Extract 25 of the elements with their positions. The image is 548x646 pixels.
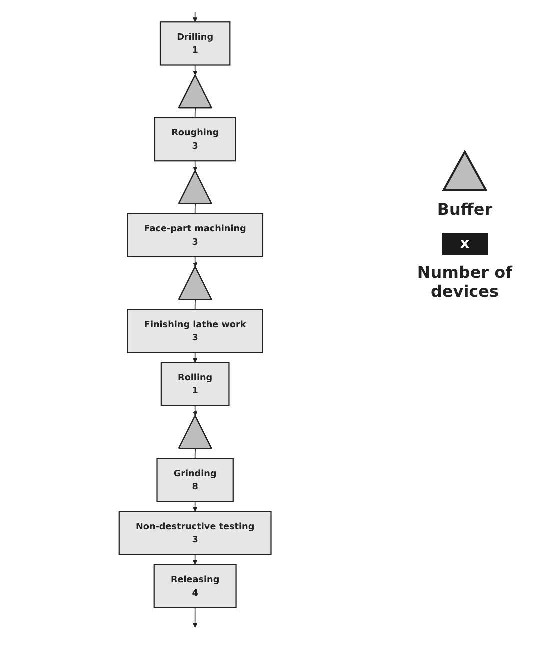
- node-box: [154, 117, 236, 162]
- node-box: [160, 362, 230, 406]
- node-box: [160, 22, 230, 66]
- legend-label: Buffer: [437, 200, 493, 219]
- node-box: [126, 309, 264, 354]
- node-box: [153, 564, 236, 608]
- node-box: [156, 458, 234, 502]
- arrow: [192, 405, 198, 416]
- arrow: [192, 160, 198, 172]
- connector: [194, 300, 196, 310]
- arrow: [192, 256, 198, 268]
- node-box: [118, 511, 272, 556]
- node-box: [126, 213, 264, 258]
- legend-swatch: x: [442, 233, 488, 255]
- connector: [194, 204, 196, 214]
- arrow: [192, 554, 198, 566]
- arrow: [192, 12, 198, 22]
- legend-label: Number of devices: [416, 263, 514, 301]
- connector: [194, 448, 196, 460]
- arrow: [192, 64, 198, 76]
- arrow: [192, 501, 198, 512]
- arrow: [192, 352, 198, 363]
- connector: [194, 108, 196, 118]
- flowchart: Drilling 1 Roughing 3 Face-part machining 3 Finishing lathe work 3 Rolling 1 Grinding 8 Non-destructive testing 3 Releasing 4: [50, 0, 340, 640]
- arrow: [192, 608, 198, 628]
